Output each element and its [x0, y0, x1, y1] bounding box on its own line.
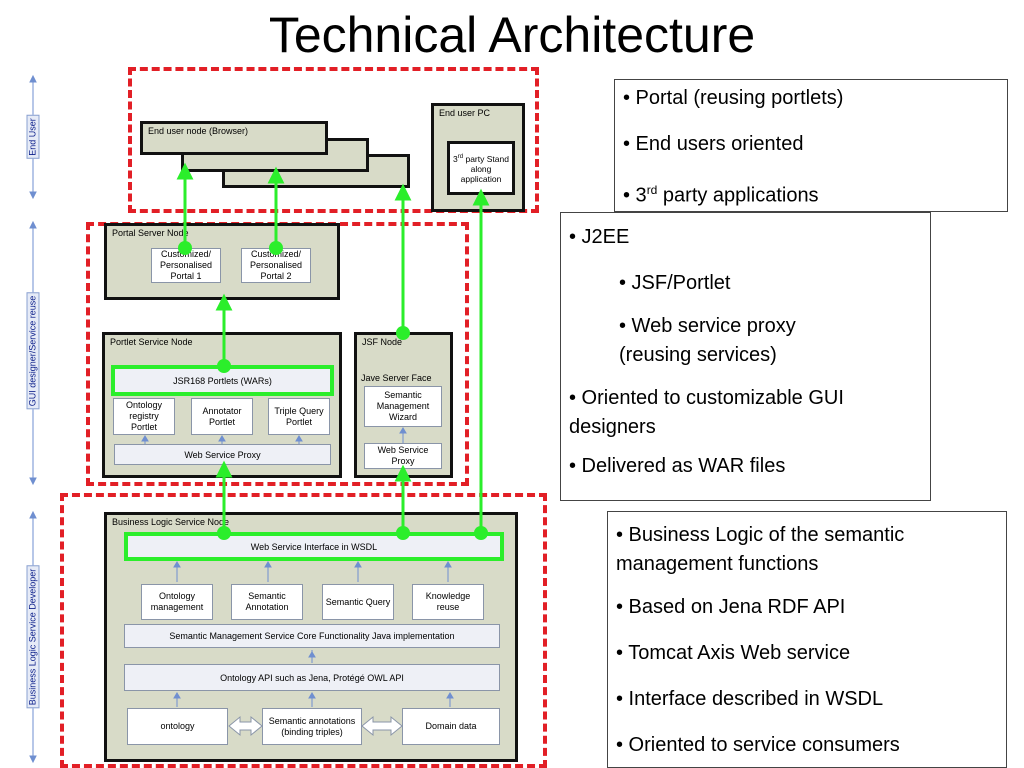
ontology-registry-portlet: Ontology registry Portlet — [113, 398, 175, 435]
note-business-logic: • Business Logic of the semantic managem… — [616, 524, 905, 575]
notes-business-logic: • Business Logic of the semantic managem… — [607, 511, 1007, 768]
annotator-portlet: Annotator Portlet — [191, 398, 253, 435]
note-jena: • Based on Jena RDF API — [616, 596, 846, 618]
notes-end-user: • Portal (reusing portlets) • End users … — [614, 79, 1008, 212]
browser-node: End user node (Browser) — [140, 121, 328, 155]
note-third-party: • 3rd party applications — [623, 183, 819, 207]
semantic-annotation: Semantic Annotation — [231, 584, 303, 620]
wsdl-interface: Web Service Interface in WSDL — [124, 532, 504, 561]
note-tomcat: • Tomcat Axis Web service — [616, 642, 851, 664]
knowledge-reuse: Knowledge reuse — [412, 584, 484, 620]
end-user-region — [128, 67, 539, 213]
green-dots — [178, 241, 488, 540]
business-logic-region — [60, 493, 547, 768]
triple-query-portlet: Triple Query Portlet — [268, 398, 330, 435]
note-war-files: • Delivered as WAR files — [569, 455, 786, 477]
semantic-annotations-store: Semantic annotations (binding triples) — [262, 708, 362, 745]
note-consumers: • Oriented to service consumers — [616, 734, 900, 756]
semantic-query: Semantic Query — [322, 584, 394, 620]
green-connectors — [176, 162, 490, 532]
note-end-users: • End users oriented — [623, 133, 804, 155]
core-functionality: Semantic Management Service Core Functio… — [124, 624, 500, 648]
store-arrows — [228, 715, 403, 737]
note-j2ee: • J2EE — [569, 226, 630, 248]
ontology-api: Ontology API such as Jena, Protégé OWL A… — [124, 664, 500, 691]
business-logic-label: Business Logic Service Node — [112, 517, 230, 527]
java-server-face-label: Jave Server Face — [361, 373, 432, 383]
domain-data-store: Domain data — [402, 708, 500, 745]
semantic-management-wizard: Semantic Management Wizard — [364, 386, 442, 427]
browser-node-label: End user node (Browser) — [148, 126, 249, 136]
note-gui-designers: • Oriented to customizable GUI designers — [569, 387, 844, 438]
small-arrows — [141, 427, 454, 707]
ontology-management: Ontology management — [141, 584, 213, 620]
note-portal: • Portal (reusing portlets) — [623, 87, 844, 109]
end-user-pc-label: End user PC — [439, 108, 491, 118]
jsf-node-label: JSF Node — [362, 337, 403, 347]
note-wsdl: • Interface described in WSDL — [616, 688, 884, 710]
notes-gui: • J2EE • JSF/Portlet • Web service proxy… — [560, 212, 931, 501]
ontology-store: ontology — [127, 708, 228, 745]
portal-server-node: Portal Server Node — [104, 223, 340, 300]
portlet-service-label: Portlet Service Node — [110, 337, 193, 347]
portal-server-label: Portal Server Node — [112, 228, 189, 238]
page-title: Technical Architecture — [268, 7, 756, 63]
note-ws-proxy: • Web service proxy (reusing services) — [619, 315, 796, 366]
note-jsf-portlet: • JSF/Portlet — [619, 272, 731, 294]
third-party-app: 3rd party Stand along application — [447, 141, 515, 195]
